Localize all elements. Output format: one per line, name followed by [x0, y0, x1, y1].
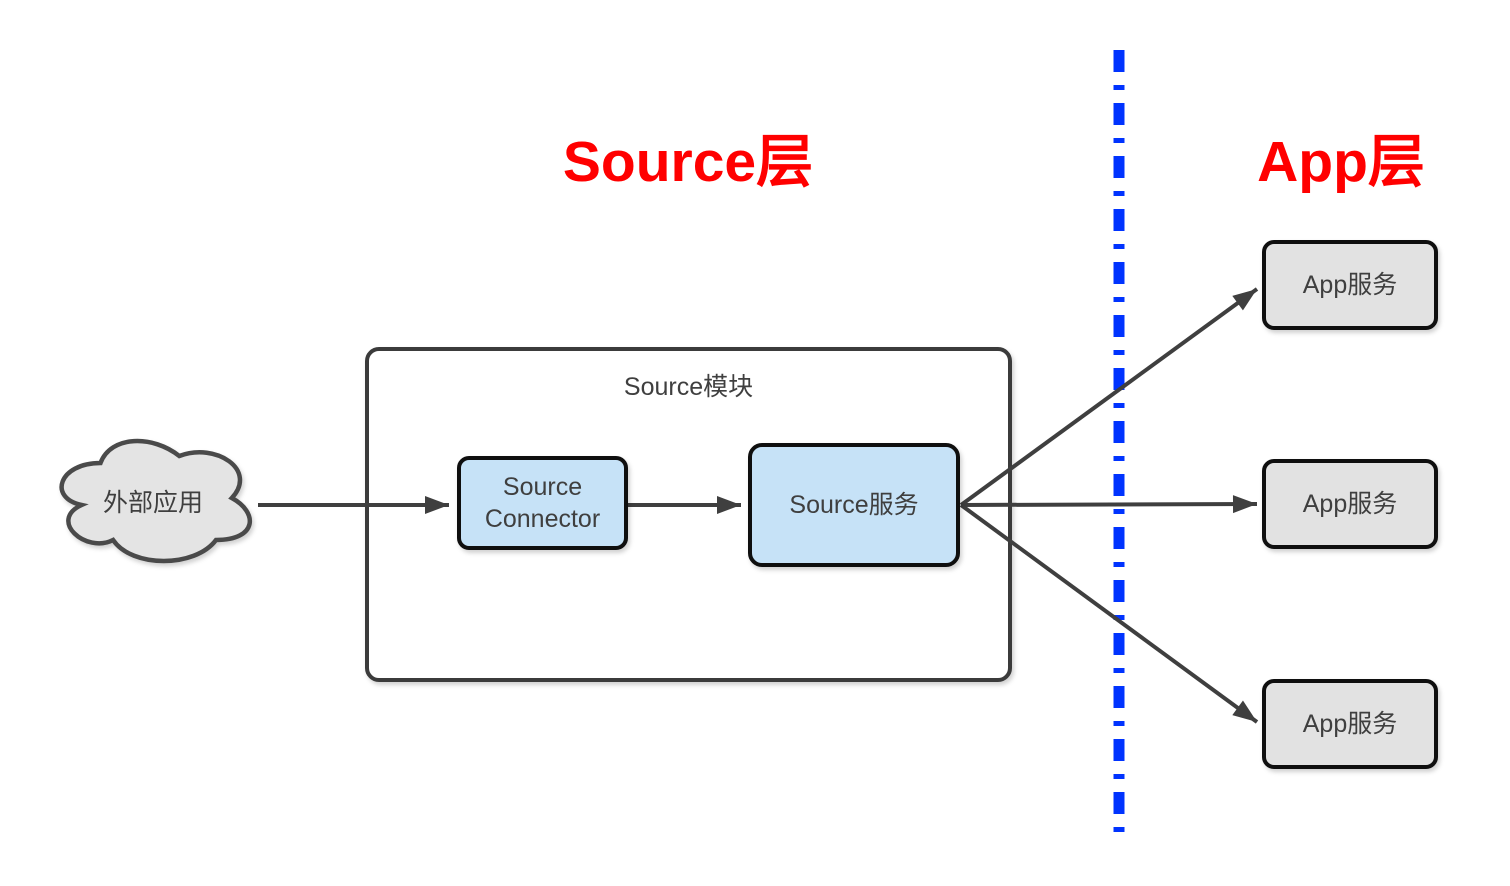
node-app-service-2-label: App服务 [1302, 489, 1398, 518]
node-source-connector-label: Source Connector [484, 472, 601, 534]
node-app-service-1-label: App服务 [1302, 270, 1398, 299]
source-layer-title: Source层 [562, 130, 814, 194]
source-module-label: Source模块 [623, 373, 754, 401]
node-app-service-1: App服务 [1262, 240, 1438, 330]
node-source-service: Source服务 [748, 443, 960, 567]
node-source-connector: Source Connector [457, 456, 628, 550]
external-app-label: 外部应用 [102, 489, 203, 517]
node-app-service-3-label: App服务 [1302, 709, 1398, 738]
app-layer-title: App层 [1257, 130, 1425, 194]
node-source-service-label: Source服务 [789, 490, 919, 519]
node-app-service-3: App服务 [1262, 679, 1438, 769]
node-app-service-2: App服务 [1262, 459, 1438, 549]
